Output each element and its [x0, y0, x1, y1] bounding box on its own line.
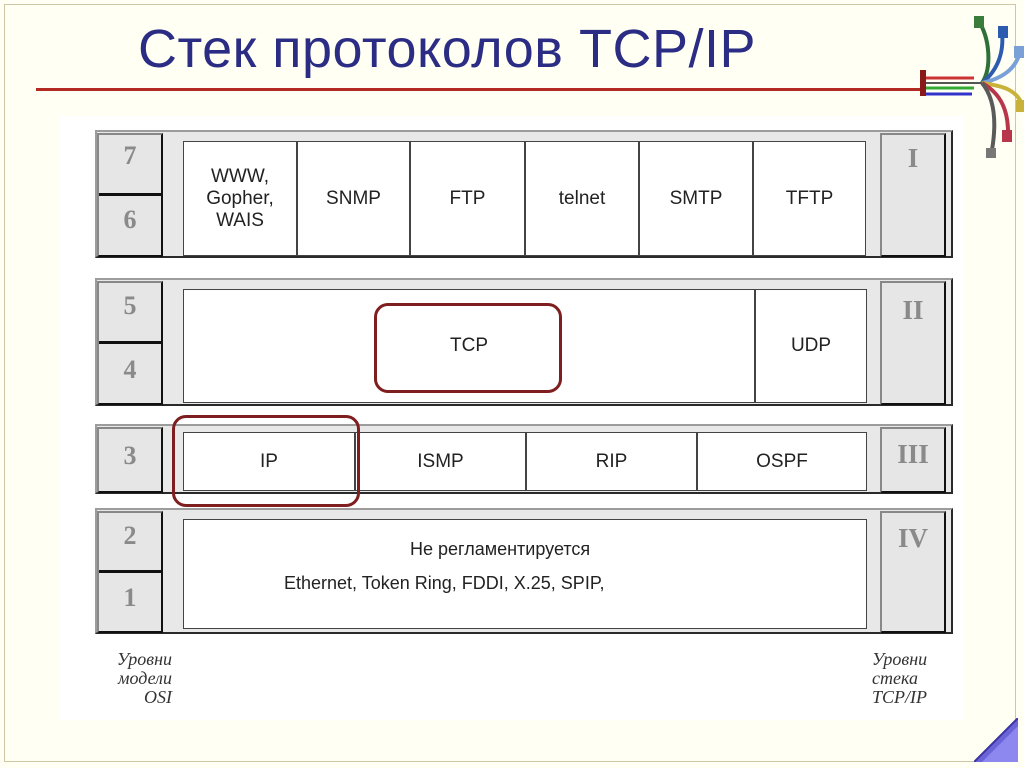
osi-divider: [99, 341, 161, 344]
link-layer-note: Не регламентируется: [410, 539, 591, 559]
stack-levels-caption: Уровни стека TCP/IP: [872, 649, 928, 707]
stack-block-IV: IV: [880, 511, 946, 633]
stack-level-IV: IV: [897, 523, 928, 553]
protocol-rip: RIP: [526, 432, 697, 491]
stack-block-III: III: [880, 427, 946, 493]
osi-block-3: 3: [97, 427, 163, 493]
protocol-ospf: OSPF: [697, 432, 867, 491]
protocol-tftp: TFTP: [753, 141, 866, 256]
protocol-www-gopher-wais: WWW, Gopher, WAIS: [183, 141, 297, 256]
stack-level-I: I: [907, 143, 919, 173]
osi-levels-caption: Уровни модели OSI: [116, 649, 172, 707]
osi-level-2: 2: [123, 521, 137, 550]
protocol-ismp: ISMP: [355, 432, 526, 491]
slide-frame: [4, 4, 1016, 762]
corner-triangle-icon: [974, 718, 1018, 762]
stack-level-II: II: [902, 295, 924, 325]
protocol-telnet: telnet: [525, 141, 639, 256]
link-layer-cell: Не регламентируется Ethernet, Token Ring…: [183, 519, 867, 629]
protocol-ftp: FTP: [410, 141, 525, 256]
osi-level-5: 5: [123, 291, 137, 320]
osi-level-4: 4: [123, 355, 137, 384]
osi-level-7: 7: [123, 141, 137, 170]
osi-level-3: 3: [123, 441, 137, 470]
osi-block-7-6: 7 6: [97, 133, 163, 257]
osi-block-2-1: 2 1: [97, 511, 163, 633]
stack-level-III: III: [897, 439, 929, 469]
slide-title: Стек протоколов TCP/IP: [138, 19, 756, 79]
osi-divider: [99, 570, 161, 573]
protocol-snmp: SNMP: [297, 141, 410, 256]
ip-highlight-box: [172, 415, 360, 507]
protocol-udp: UDP: [755, 289, 867, 403]
osi-level-1: 1: [123, 583, 137, 612]
title-underline: [36, 88, 921, 91]
stack-block-I: I: [880, 133, 946, 257]
network-cables-icon: [920, 16, 1024, 158]
tcp-highlight-box: [374, 303, 562, 393]
link-layer-protocols: Ethernet, Token Ring, FDDI, X.25, SPIP,: [284, 573, 605, 593]
protocol-ip: IP: [183, 432, 355, 491]
osi-block-5-4: 5 4: [97, 281, 163, 405]
protocol-smtp: SMTP: [639, 141, 753, 256]
osi-divider: [99, 193, 161, 196]
protocol-tcp: TCP: [183, 289, 755, 403]
osi-level-6: 6: [123, 205, 137, 234]
stack-block-II: II: [880, 281, 946, 405]
